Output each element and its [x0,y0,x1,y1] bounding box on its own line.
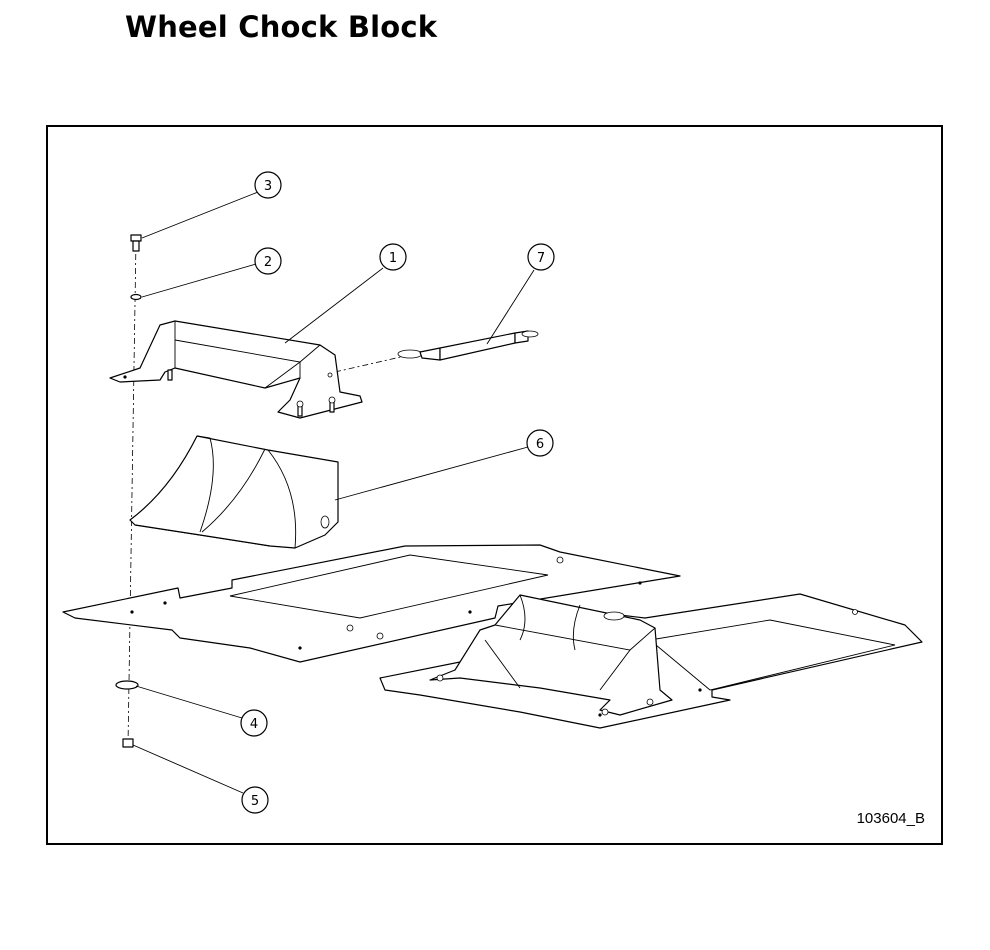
callout-1: 1 [379,243,407,271]
flat-washer [115,680,139,690]
chock-bracket [109,320,363,419]
wheel-chock [129,435,339,549]
nut [122,738,134,748]
callout-7: 7 [527,243,555,271]
drawing-id: 103604_B [857,810,925,827]
callout-3: 3 [254,171,282,199]
svg-text:6: 6 [536,437,544,452]
page-title: Wheel Chock Block [125,10,438,44]
svg-text:3: 3 [264,179,272,194]
svg-text:1: 1 [389,251,397,266]
installed-chock-assembly [429,594,673,716]
washer [130,293,142,301]
assembly-centerline [127,239,137,746]
callout-6: 6 [526,429,554,457]
floor-plate-left [62,544,681,663]
drawing-frame [46,125,943,845]
svg-text:2: 2 [264,255,272,270]
callout-4: 4 [240,709,268,737]
svg-text:5: 5 [251,794,259,809]
svg-text:7: 7 [537,251,545,266]
leader-lines [132,191,535,794]
lanyard-attach-line [334,355,406,373]
svg-text:4: 4 [250,717,258,732]
callout-5: 5 [241,786,269,814]
lanyard-strap [397,330,539,361]
bolt [130,234,142,252]
callout-2: 2 [254,247,282,275]
